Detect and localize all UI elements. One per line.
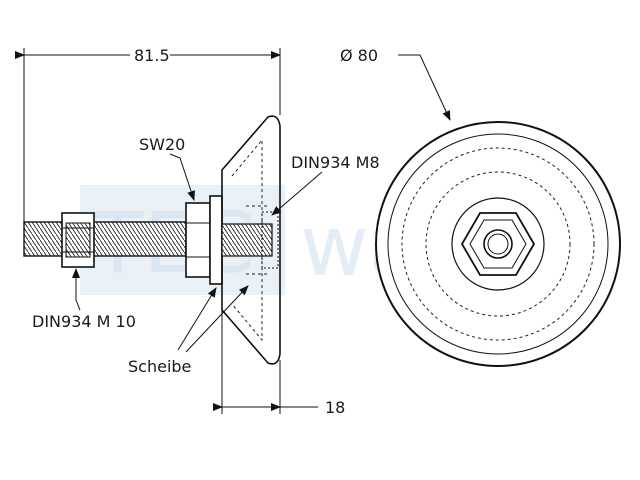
leader-sw20: SW20 bbox=[139, 135, 195, 201]
threaded-stud bbox=[23, 221, 187, 257]
hex-nut-chamfer bbox=[469, 219, 527, 269]
hidden-edge-inner bbox=[425, 171, 571, 317]
bolt-m8 bbox=[221, 223, 273, 257]
inner-rim bbox=[387, 133, 609, 355]
label-scheibe: Scheibe bbox=[128, 357, 191, 376]
nut-m10 bbox=[61, 212, 95, 268]
dimension-diameter-text: Ø 80 bbox=[340, 46, 378, 65]
dimension-total-length-text: 81.5 bbox=[134, 46, 170, 65]
dimension-diameter: Ø 80 bbox=[340, 46, 451, 121]
side-view: 81.5 18 SW20 DIN934 M8 DIN934 M 10 bbox=[15, 44, 380, 417]
hub-circle bbox=[451, 197, 545, 291]
washer bbox=[209, 195, 223, 285]
label-sw20: SW20 bbox=[139, 135, 185, 154]
hex-collar-sw20 bbox=[185, 195, 223, 285]
bolt-hole-inner bbox=[487, 233, 509, 255]
nut-m8 bbox=[261, 211, 279, 269]
leader-scheibe: Scheibe bbox=[128, 285, 249, 376]
label-din934-m8: DIN934 M8 bbox=[291, 153, 380, 172]
leader-din934-m10: DIN934 M 10 bbox=[32, 268, 136, 331]
dimension-base-height: 18 bbox=[213, 310, 345, 417]
dimension-base-height-text: 18 bbox=[325, 398, 345, 417]
leader-din934-m8: DIN934 M8 bbox=[271, 153, 380, 216]
dimension-total-length: 81.5 bbox=[15, 44, 281, 222]
conical-foot bbox=[221, 115, 281, 365]
hidden-edge-outer bbox=[401, 147, 595, 341]
front-view: Ø 80 bbox=[340, 46, 621, 367]
label-din934-m10: DIN934 M 10 bbox=[32, 312, 136, 331]
